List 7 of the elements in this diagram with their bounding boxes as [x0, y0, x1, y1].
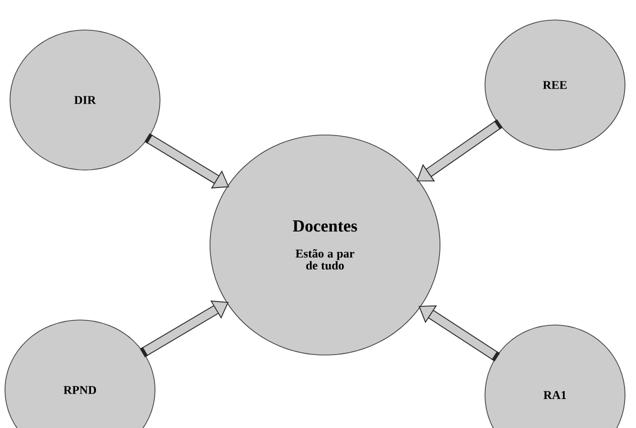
- circle-node: Docentes Estão a par de tudo: [210, 134, 440, 356]
- block-arrow: [416, 119, 503, 182]
- circle-node: RA1: [484, 324, 626, 428]
- circle-node: DIR: [10, 30, 160, 170]
- block-arrow: [418, 305, 500, 362]
- circle-node: REE: [484, 20, 626, 150]
- block-arrow: [144, 133, 230, 188]
